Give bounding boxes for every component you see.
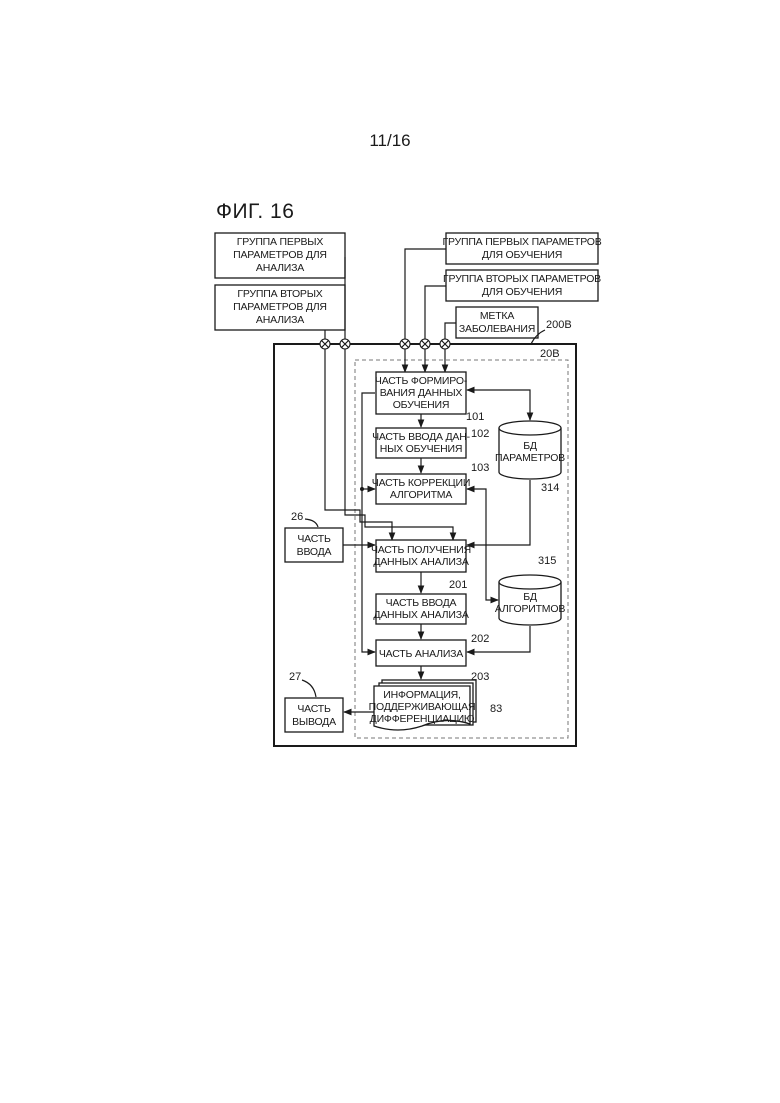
training-data-forming-line1: ЧАСТЬ ФОРМИРО- xyxy=(375,375,468,387)
disease-label-line1: МЕТКА xyxy=(480,310,514,322)
ref-20b: 20B xyxy=(540,348,560,360)
support-info-line1: ИНФОРМАЦИЯ, xyxy=(383,689,461,701)
ref-314: 314 xyxy=(541,482,559,494)
first-analysis-params-line1: ГРУППА ПЕРВЫХ xyxy=(237,236,324,248)
analysis-block: ЧАСТЬ АНАЛИЗА xyxy=(376,640,466,666)
input-part-block: ЧАСТЬ ВВОДА xyxy=(285,528,343,562)
support-info-line2: ПОДДЕРЖИВАЮЩАЯ xyxy=(369,701,476,713)
second-analysis-params-line1: ГРУППА ВТОРЫХ xyxy=(237,288,322,300)
ref-203: 203 xyxy=(471,671,489,683)
algorithm-correction-line1: ЧАСТЬ КОРРЕКЦИИ xyxy=(372,477,470,489)
support-info-line3: ДИФФЕРЕНЦИАЦИЮ xyxy=(370,713,475,725)
output-part-line2: ВЫВОДА xyxy=(292,716,336,728)
training-data-forming-block: ЧАСТЬ ФОРМИРО- ВАНИЯ ДАННЫХ ОБУЧЕНИЯ xyxy=(375,372,468,414)
second-training-params-line1: ГРУППА ВТОРЫХ ПАРАМЕТРОВ xyxy=(443,273,601,285)
ref-102: 102 xyxy=(471,428,489,440)
second-analysis-params-box: ГРУППА ВТОРЫХ ПАРАМЕТРОВ ДЛЯ АНАЛИЗА xyxy=(215,285,345,330)
input-part-line2: ВВОДА xyxy=(297,546,332,558)
input-part-line1: ЧАСТЬ xyxy=(297,533,331,545)
params-db-to-acquisition xyxy=(467,480,530,545)
training-data-forming-line2: ВАНИЯ ДАННЫХ xyxy=(380,387,463,399)
ref-26: 26 xyxy=(291,511,303,523)
analysis-line1: ЧАСТЬ АНАЛИЗА xyxy=(379,648,463,660)
algorithm-correction-line2: АЛГОРИТМА xyxy=(390,489,452,501)
ref-83: 83 xyxy=(490,703,502,715)
algorithms-db-cylinder: БД АЛГОРИТМОВ xyxy=(495,575,565,625)
analysis-data-acquisition-block: ЧАСТЬ ПОЛУЧЕНИЯ ДАННЫХ АНАЛИЗА xyxy=(371,540,471,572)
ref-27: 27 xyxy=(289,671,301,683)
training-data-input-block: ЧАСТЬ ВВОДА ДАН- НЫХ ОБУЧЕНИЯ xyxy=(372,428,471,458)
ref-26-leader xyxy=(305,519,318,527)
second-analysis-params-line3: АНАЛИЗА xyxy=(256,314,304,326)
output-part-line1: ЧАСТЬ xyxy=(297,703,331,715)
disease-label-box: МЕТКА ЗАБОЛЕВАНИЯ xyxy=(456,307,538,338)
disease-label-line2: ЗАБОЛЕВАНИЯ xyxy=(459,323,535,335)
ref-101: 101 xyxy=(466,411,484,423)
training-data-input-line1: ЧАСТЬ ВВОДА ДАН- xyxy=(372,431,471,443)
ref-27-leader xyxy=(302,680,316,697)
algorithm-correction-block: ЧАСТЬ КОРРЕКЦИИ АЛГОРИТМА xyxy=(372,474,470,504)
parameters-db-line1: БД xyxy=(523,440,537,452)
training-data-input-line2: НЫХ ОБУЧЕНИЯ xyxy=(380,443,463,455)
second-training-params-line2: ДЛЯ ОБУЧЕНИЯ xyxy=(482,286,562,298)
first-analysis-params-line2: ПАРАМЕТРОВ ДЛЯ xyxy=(233,249,327,261)
second-training-to-forming xyxy=(425,286,446,372)
analysis-data-input-block: ЧАСТЬ ВВОДА ДАННЫХ АНАЛИЗА xyxy=(373,594,468,624)
second-training-params-box: ГРУППА ВТОРЫХ ПАРАМЕТРОВ ДЛЯ ОБУЧЕНИЯ xyxy=(443,270,601,301)
ref-201: 201 xyxy=(449,579,467,591)
ref-202: 202 xyxy=(471,633,489,645)
first-training-params-line1: ГРУППА ПЕРВЫХ ПАРАМЕТРОВ xyxy=(442,236,601,248)
parameters-db-cylinder: БД ПАРАМЕТРОВ xyxy=(495,421,565,479)
ref-200b: 200B xyxy=(546,319,572,331)
output-part-block: ЧАСТЬ ВЫВОДА xyxy=(285,698,343,732)
analysis-data-input-line2: ДАННЫХ АНАЛИЗА xyxy=(373,609,468,621)
analysis-data-input-line1: ЧАСТЬ ВВОДА xyxy=(386,597,457,609)
algorithms-db-line2: АЛГОРИТМОВ xyxy=(495,603,565,615)
first-analysis-params-box: ГРУППА ПЕРВЫХ ПАРАМЕТРОВ ДЛЯ АНАЛИЗА xyxy=(215,233,345,278)
algorithms-db-line1: БД xyxy=(523,591,537,603)
support-info-document: ИНФОРМАЦИЯ, ПОДДЕРЖИВАЮЩАЯ ДИФФЕРЕНЦИАЦИ… xyxy=(369,680,476,730)
first-training-params-line2: ДЛЯ ОБУЧЕНИЯ xyxy=(482,249,562,261)
second-analysis-params-line2: ПАРАМЕТРОВ ДЛЯ xyxy=(233,301,327,313)
ref-103: 103 xyxy=(471,462,489,474)
analysis-data-acquisition-line1: ЧАСТЬ ПОЛУЧЕНИЯ xyxy=(371,544,471,556)
parameters-db-line2: ПАРАМЕТРОВ xyxy=(495,452,565,464)
ref-315: 315 xyxy=(538,555,556,567)
training-data-forming-line3: ОБУЧЕНИЯ xyxy=(393,399,450,411)
first-analysis-params-line3: АНАЛИЗА xyxy=(256,262,304,274)
first-training-params-box: ГРУППА ПЕРВЫХ ПАРАМЕТРОВ ДЛЯ ОБУЧЕНИЯ xyxy=(442,233,601,264)
analysis-data-acquisition-line2: ДАННЫХ АНАЛИЗА xyxy=(373,556,468,568)
